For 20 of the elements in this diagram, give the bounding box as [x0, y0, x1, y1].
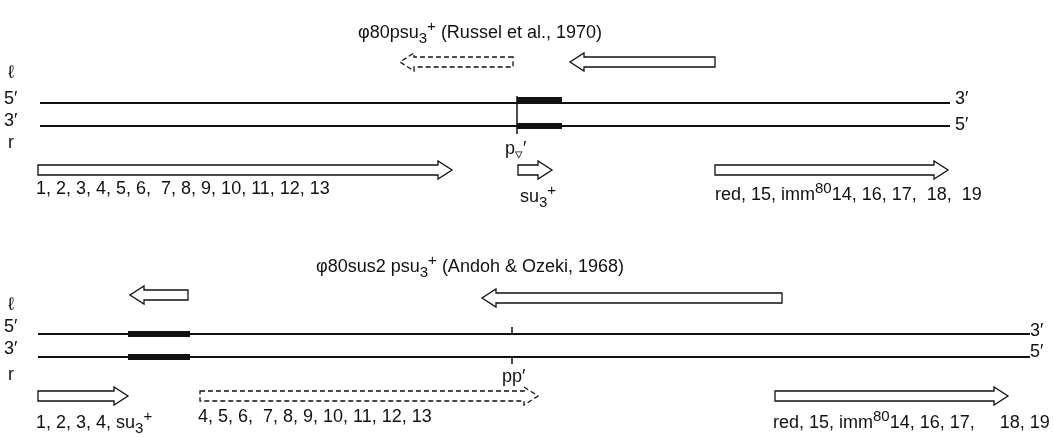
- strand-label: ℓ: [8, 62, 14, 82]
- end-label: 5′: [4, 316, 18, 336]
- panel-title: φ80psu$_{3}$$^{+}$ (Russel et al., 1970): [358, 16, 602, 48]
- end-label: 5′: [1030, 341, 1044, 361]
- gene-list: red, 15, imm$^{80}$14, 16, 17, 18, 19: [715, 178, 982, 204]
- gene-list: 1, 2, 3, 4, 5, 6, 7, 8, 9, 10, 11, 12, 13: [36, 178, 330, 198]
- strand-label: r: [8, 132, 14, 152]
- site-label: p$_{▿}$′: [505, 138, 527, 164]
- end-label: 3′: [1030, 320, 1044, 340]
- panel-title: φ80sus2 psu$_{3}$$^{+}$ (Andoh & Ozeki, 1968): [316, 250, 624, 282]
- end-label: 5′: [955, 114, 969, 134]
- gene-list: 4, 5, 6, 7, 8, 9, 10, 11, 12, 13: [198, 406, 432, 426]
- gene-list: red, 15, imm$^{80}$14, 16, 17, 18, 19: [773, 406, 1050, 432]
- site-label: pp′: [502, 366, 526, 386]
- end-label: 3′: [4, 338, 18, 358]
- end-label: 5′: [4, 88, 18, 108]
- end-label: 3′: [4, 110, 18, 130]
- end-label: 3′: [955, 88, 969, 108]
- strand-label: r: [8, 364, 14, 384]
- strand-label: ℓ: [8, 294, 14, 314]
